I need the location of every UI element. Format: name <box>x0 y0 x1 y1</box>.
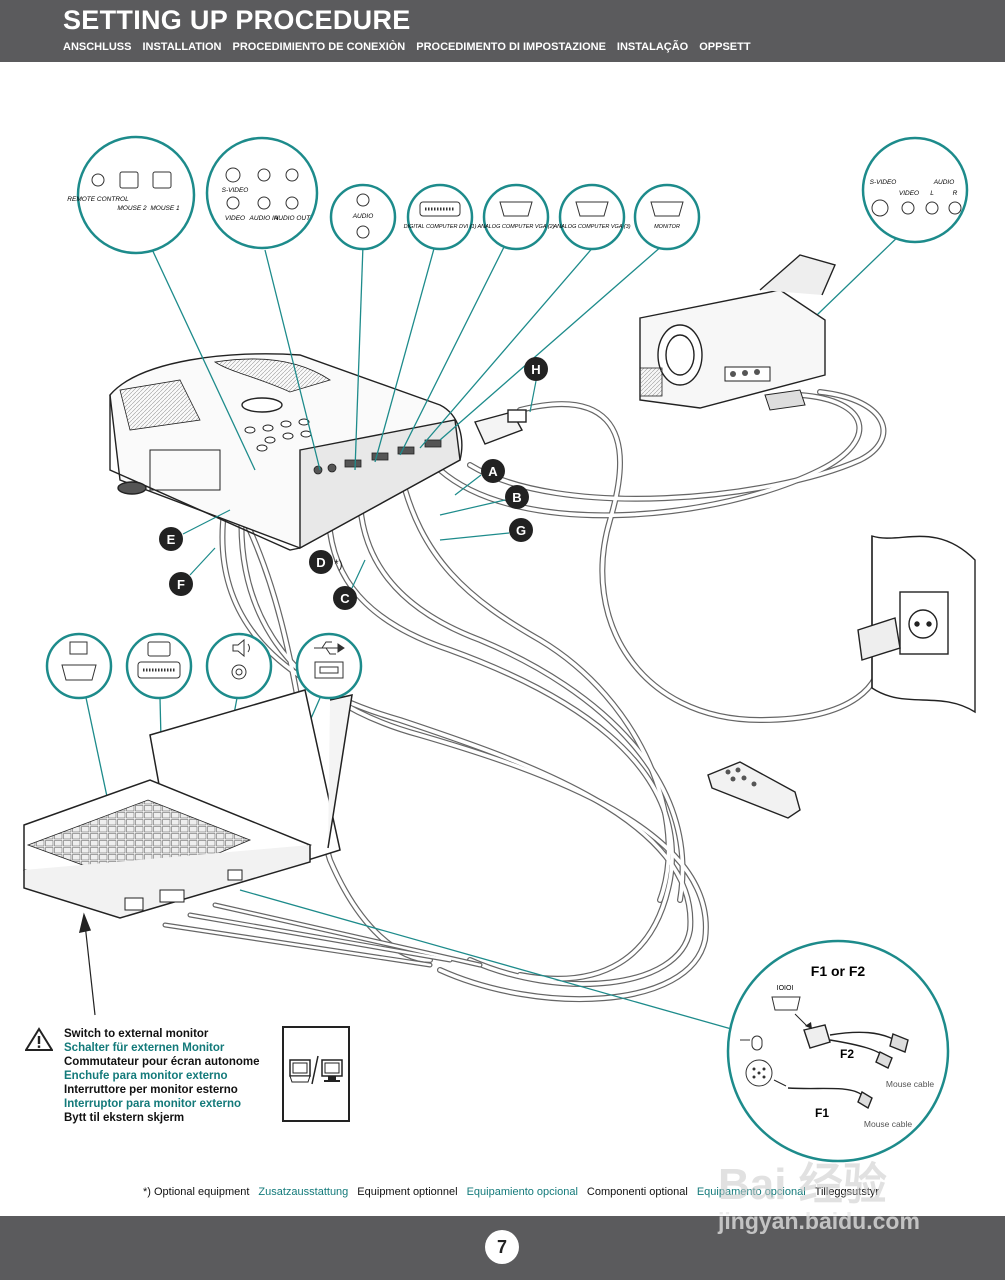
subtitle-installation: INSTALLATION <box>142 41 222 53</box>
mouse-cable-label-1: Mouse cable <box>886 1079 934 1089</box>
camcorder-l-label: L <box>930 190 934 197</box>
page-number: 7 <box>485 1230 519 1264</box>
optional-it: Componenti optional <box>586 1186 688 1198</box>
subtitle-oppsett: OPPSETT <box>699 41 751 53</box>
callout-camcorder-ports: S-VIDEO AUDIO VIDEO L R <box>861 136 969 244</box>
svg-text:G: G <box>516 523 526 538</box>
cable-label-b: B <box>439 485 529 516</box>
monitor-switch-key <box>282 1026 350 1122</box>
svg-text:H: H <box>531 362 540 377</box>
port-audio-in-label: AUDIO IN <box>249 215 279 222</box>
mouse-cable-inset: F1 or F2 IOIOI F2 F1 Mouse cable Mouse c… <box>726 939 950 1163</box>
speaker-icon <box>232 638 250 658</box>
f2-label: F2 <box>840 1047 854 1061</box>
optional-en: *) Optional equipment <box>143 1186 250 1198</box>
header-subtitles: ANSCHLUSS INSTALLATION PROCEDIMIENTO DE … <box>63 41 751 53</box>
dvi-icon <box>137 641 181 679</box>
camcorder-r-label: R <box>953 190 958 197</box>
callout-laptop-vga <box>45 632 113 700</box>
power-plug <box>474 409 527 445</box>
cable-label-d: D *) <box>309 550 343 574</box>
callout-av: S-VIDEO VIDEO AUDIO IN AUDIO OUT <box>205 136 319 250</box>
callout-dvi: DIGITAL COMPUTER DVI (1) <box>404 183 477 251</box>
optional-no: Tilleggsutstyr <box>814 1186 880 1198</box>
laptop <box>23 689 353 1016</box>
port-svideo-label: S-VIDEO <box>222 187 249 194</box>
laptop-port-callouts <box>45 632 363 700</box>
inset-title: F1 or F2 <box>811 963 866 979</box>
port-video-label: VIDEO <box>225 215 245 222</box>
cable-label-f: F <box>169 547 216 596</box>
svg-text:C: C <box>340 591 350 606</box>
usb-icon <box>314 641 345 655</box>
page-header: SETTING UP PROCEDURE ANSCHLUSS INSTALLAT… <box>0 0 1005 62</box>
camcorder-svideo-label: S-VIDEO <box>870 179 897 186</box>
port-monitor-label: MONITOR <box>654 224 680 230</box>
callout-remote-mouse: REMOTE CONTROL MOUSE 2 MOUSE 1 <box>67 135 196 255</box>
serial-label: IOIOI <box>777 985 794 992</box>
subtitle-procedimento: PROCEDIMENTO DI IMPOSTAZIONE <box>416 41 606 53</box>
note-en: Switch to external monitor <box>64 1028 209 1040</box>
note-it: Interruttore per monitor esterno <box>64 1084 238 1096</box>
watermark-url: jingyan.baidu.com <box>718 1208 920 1234</box>
port-mouse2-label: MOUSE 2 <box>117 205 147 212</box>
note-de: Schalter für externen Monitor <box>64 1042 225 1054</box>
callout-vga3: ANALOG COMPUTER VGA (3) <box>552 183 631 251</box>
camcorder <box>639 254 836 411</box>
monitor-switch-icon <box>289 1055 343 1085</box>
callout-laptop-audio <box>205 632 273 700</box>
cable-label-g: G <box>439 518 533 542</box>
projector-port-callouts: REMOTE CONTROL MOUSE 2 MOUSE 1 S-VIDEO V… <box>67 135 969 1031</box>
optional-de: Zusatzausstattung <box>258 1186 349 1198</box>
optional-equipment-line: *) Optional equipment Zusatzausstattung … <box>143 1186 879 1198</box>
callout-audio: AUDIO <box>329 183 397 251</box>
note-no: Bytt til ekstern skjerm <box>64 1112 185 1124</box>
remote-control <box>707 761 801 819</box>
projector <box>109 353 463 551</box>
optional-es: Equipamiento opcional <box>466 1186 578 1198</box>
callout-monitor: MONITOR <box>633 183 701 251</box>
port-remote-label: REMOTE CONTROL <box>67 196 129 203</box>
svg-text:E: E <box>167 532 176 547</box>
callout-laptop-dvi <box>125 632 193 700</box>
port-dvi-label: DIGITAL COMPUTER DVI (1) <box>404 224 477 230</box>
mouse-cable-label-2: Mouse cable <box>864 1119 912 1129</box>
wall-socket <box>857 535 976 714</box>
camcorder-video-label: VIDEO <box>899 190 919 197</box>
note-es: Enchufe para monitor externo <box>64 1070 228 1082</box>
subtitle-procedimiento: PROCEDIMIENTO DE CONEXIÒN <box>232 41 406 53</box>
watermark-logo: Bai 经验 <box>718 1160 887 1209</box>
note-fr: Commutateur pour écran autonome <box>64 1056 260 1068</box>
connection-diagram: REMOTE CONTROL MOUSE 2 MOUSE 1 S-VIDEO V… <box>23 135 976 1163</box>
f1-label: F1 <box>815 1106 829 1120</box>
svg-text:B: B <box>512 490 521 505</box>
port-audio-label: AUDIO <box>352 213 374 220</box>
cable-label-e: E <box>159 509 231 551</box>
optional-marker: *) <box>334 557 343 571</box>
port-mouse1-label: MOUSE 1 <box>150 205 180 212</box>
callout-vga2: ANALOG COMPUTER VGA (2) <box>476 183 555 251</box>
optional-pt: Equipamento opcional <box>696 1186 806 1198</box>
svg-text:F: F <box>177 577 185 592</box>
optional-fr: Equipment optionnel <box>357 1186 458 1198</box>
cable-label-c: C <box>333 559 366 610</box>
subtitle-instalacao: INSTALAÇÃO <box>616 41 689 53</box>
vga-icon <box>61 641 97 681</box>
port-vga2-label: ANALOG COMPUTER VGA (2) <box>476 224 554 230</box>
cable-label-a: A <box>454 459 505 496</box>
mouse-icon <box>740 1035 763 1051</box>
subtitle-anschluss: ANSCHLUSS <box>63 41 132 53</box>
warning-triangle-icon <box>25 1027 53 1051</box>
cable-label-h: H <box>524 357 548 413</box>
port-vga3-label: ANALOG COMPUTER VGA (3) <box>552 224 630 230</box>
svg-text:A: A <box>488 464 498 479</box>
camcorder-audio-label: AUDIO <box>933 179 955 186</box>
svg-text:D: D <box>316 555 325 570</box>
callout-laptop-usb <box>295 632 363 700</box>
port-audio-out-label: AUDIO OUT <box>273 215 311 222</box>
monitor-switch-notes: Switch to external monitor Schalter für … <box>64 1027 260 1125</box>
page-title: SETTING UP PROCEDURE <box>63 5 411 35</box>
note-pt: Interruptor para monitor externo <box>64 1098 241 1110</box>
